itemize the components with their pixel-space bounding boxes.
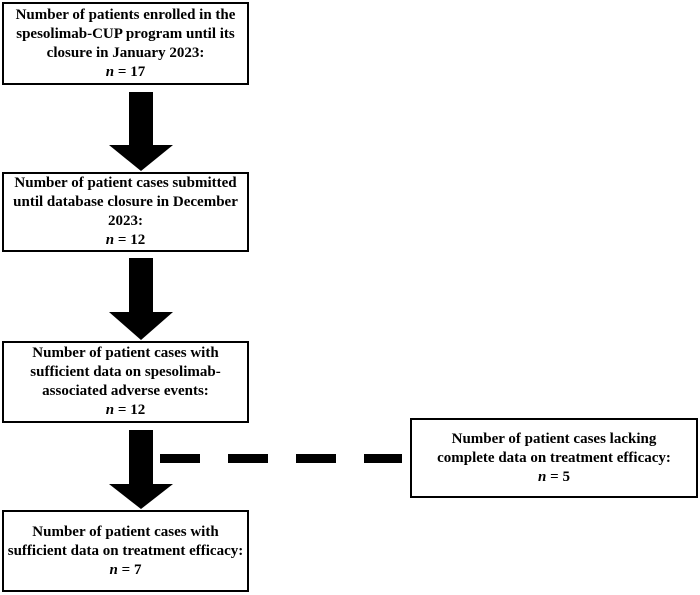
n-value: = 12 [117,232,146,248]
box-text-line: 2023: [108,213,143,229]
box-text-line: Number of patients enrolled in the [15,6,236,23]
adverse-events-cases-box: Number of patient cases with sufficient … [2,341,249,423]
box-text-line: closure in January 2023: [46,44,205,61]
down-arrow-1 [109,92,173,171]
down-arrow-3 [109,430,173,509]
box-text-line: sufficient data on treatment efficacy: [7,542,244,559]
box-text-line: associated adverse events: [42,383,209,399]
n-value: = 5 [550,468,570,485]
n-count: n = 5 [538,468,570,487]
enrolled-patients-box: Number of patients enrolled in the speso… [2,2,249,85]
submitted-cases-box: Number of patient cases submitted until … [2,172,249,252]
n-value: = 12 [117,402,146,418]
box-text-line: spesolimab-CUP program until its [16,25,235,42]
box-text-line: sufficient data on spesolimab- [30,364,221,380]
box-text-line: Number of patient cases lacking [451,430,657,447]
dashed-connector [160,454,402,463]
n-count: n = 12 [106,401,145,420]
box-text-line: until database closure in December [13,194,238,210]
box-text-line: Number of patient cases with [32,523,219,540]
lacking-efficacy-data-box: Number of patient cases lacking complete… [410,418,698,498]
box-text-line: complete data on treatment efficacy: [437,449,671,466]
n-label: n [105,402,115,418]
n-count: n = 12 [106,231,145,250]
n-label: n [105,63,115,80]
down-arrow-2 [109,258,173,340]
efficacy-cases-box: Number of patient cases with sufficient … [2,510,249,592]
n-label: n [109,561,118,578]
n-value: = 7 [121,561,142,578]
n-value: = 17 [117,63,146,80]
box-text-line: Number of patient cases submitted [14,175,237,191]
box-text-line: Number of patient cases with [32,345,219,361]
n-count: n = 17 [106,63,145,82]
n-count: n = 7 [110,561,142,580]
n-label: n [538,468,547,485]
n-label: n [105,232,115,248]
